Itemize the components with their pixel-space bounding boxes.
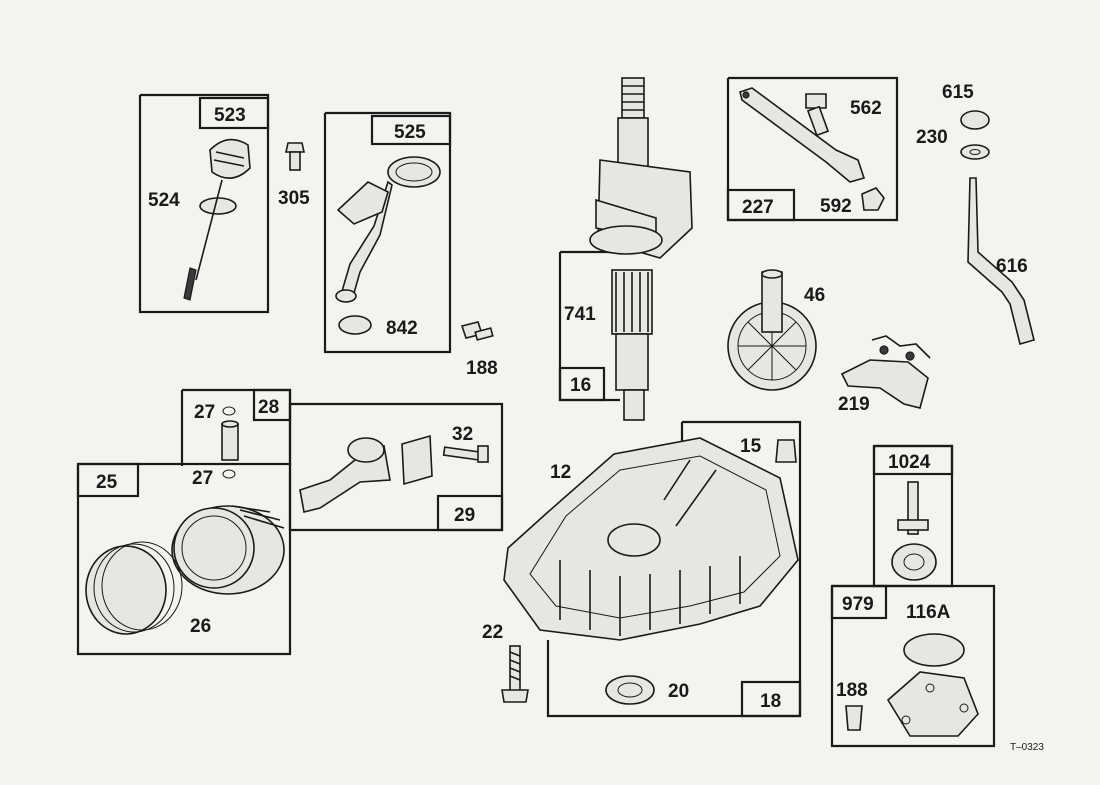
- bolt-188-top: 188: [460, 321, 498, 379]
- label-15: 15: [740, 436, 762, 457]
- fill-tube-part: [335, 156, 441, 303]
- label-188-top: 188: [466, 358, 498, 379]
- sump-group: 18 12 15 22 20: [482, 420, 802, 718]
- crankshaft-part: [589, 77, 693, 421]
- label-227: 227: [742, 197, 774, 218]
- label-32: 32: [452, 424, 473, 445]
- pump-cover-group: 979 116A 188: [830, 584, 996, 748]
- oil-pump-group: 1024: [872, 444, 954, 588]
- label-979: 979: [842, 594, 874, 615]
- label-741: 741: [564, 304, 596, 325]
- label-16: 16: [570, 375, 591, 396]
- label-28: 28: [258, 397, 279, 418]
- nut-592: [861, 187, 885, 211]
- label-46: 46: [804, 285, 825, 306]
- label-523: 523: [214, 105, 246, 126]
- label-230: 230: [916, 127, 948, 148]
- rod-bolt: [442, 445, 489, 463]
- connecting-rod: [299, 434, 433, 513]
- oring-116a: [903, 633, 965, 667]
- label-22: 22: [482, 622, 503, 643]
- crankshaft-group: 16 741: [558, 77, 693, 421]
- label-188-bottom: 188: [836, 680, 868, 701]
- seal-20: [605, 675, 655, 705]
- piston-group: 25 27 26: [76, 462, 292, 656]
- label-18: 18: [760, 691, 781, 712]
- governor-shaft-group: 615 230 616: [916, 82, 1035, 345]
- dipstick-part: [183, 138, 251, 301]
- rod-group: 28 27 29 32: [180, 388, 504, 532]
- wrist-pin: [221, 423, 239, 461]
- label-562: 562: [850, 98, 882, 119]
- label-26: 26: [190, 616, 211, 637]
- label-29: 29: [454, 505, 475, 526]
- label-842: 842: [386, 318, 418, 339]
- label-524: 524: [148, 190, 180, 211]
- dipstick-group: 523 524: [138, 93, 270, 314]
- piston-part: [171, 505, 285, 595]
- fill-tube-group: 525 842: [323, 111, 452, 354]
- label-12: 12: [550, 462, 571, 483]
- label-116a: 116A: [906, 602, 951, 623]
- governor-lever-group: 227 562 592: [726, 76, 899, 222]
- diagram-code: T–0323: [1010, 742, 1044, 753]
- label-27-top: 27: [194, 402, 215, 423]
- label-525: 525: [394, 122, 426, 143]
- camshaft-46: 46: [727, 269, 825, 391]
- governor-219: 219: [838, 335, 931, 415]
- screw-188: [845, 705, 863, 731]
- oring-842: [338, 315, 372, 335]
- label-616: 616: [996, 256, 1028, 277]
- label-20: 20: [668, 681, 689, 702]
- label-1024: 1024: [888, 452, 931, 473]
- washer-230: [960, 144, 990, 160]
- label-27-bottom: 27: [192, 468, 213, 489]
- plug-15: [775, 439, 797, 463]
- label-305: 305: [278, 188, 310, 209]
- label-25: 25: [96, 472, 118, 493]
- piston-rings-26: [85, 541, 183, 635]
- sump-part: [503, 437, 799, 641]
- lever-part: [739, 87, 866, 183]
- bolt-562: [805, 93, 830, 137]
- shaft-616: [967, 177, 1035, 345]
- label-219: 219: [838, 394, 870, 415]
- label-592: 592: [820, 196, 852, 217]
- nut-615: [960, 110, 990, 130]
- bolt-22: [501, 645, 529, 703]
- bolt-305: 305: [278, 142, 310, 209]
- label-615: 615: [942, 82, 974, 103]
